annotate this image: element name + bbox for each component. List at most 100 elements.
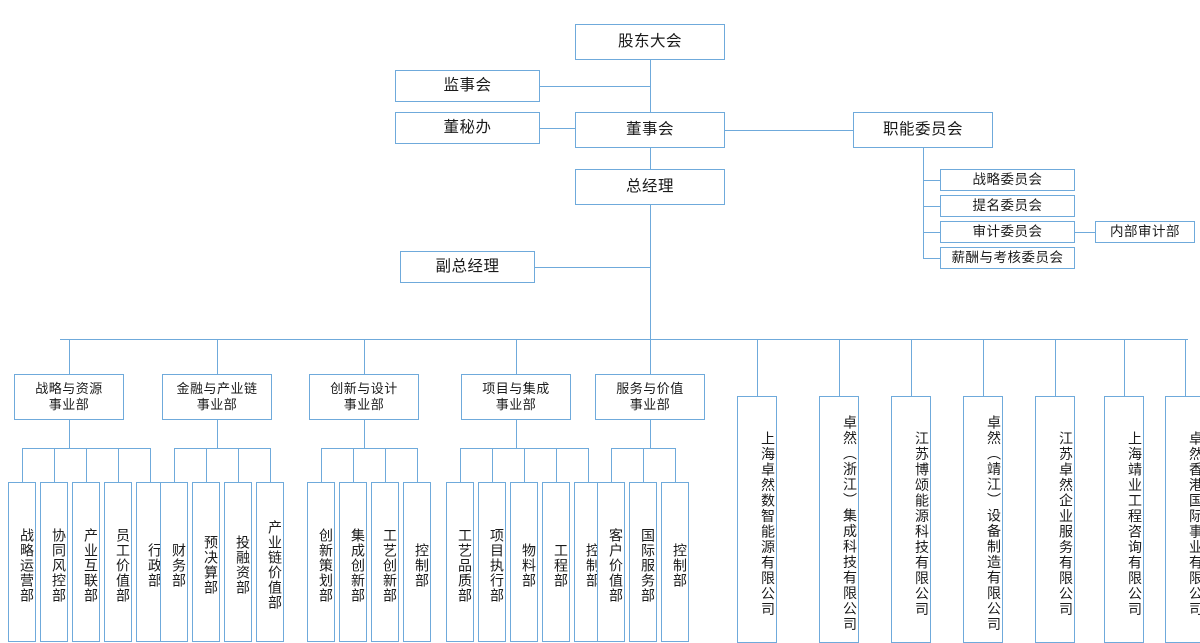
division-label-line2: 事业部	[196, 397, 238, 412]
main-bus-line	[60, 339, 1188, 340]
division-label-line1: 金融与产业链	[176, 380, 258, 396]
subsidiary-drop-7	[1185, 339, 1186, 396]
spine-board-to-gm	[650, 148, 651, 169]
box-department-3-4[interactable]: 控制部	[403, 482, 431, 642]
division-trunk-2	[217, 420, 218, 448]
box-division-1[interactable]: 战略与资源事业部	[14, 374, 124, 420]
subsidiary-drop-1	[757, 339, 758, 396]
dept-drop-2-2	[206, 448, 207, 482]
box-general-manager[interactable]: 总经理	[575, 169, 725, 205]
subsidiary-drop-3	[911, 339, 912, 396]
dept-drop-2-3	[238, 448, 239, 482]
box-department-5-1[interactable]: 客户价值部	[597, 482, 625, 642]
dept-drop-3-2	[353, 448, 354, 482]
box-department-1-1[interactable]: 战略运营部	[8, 482, 36, 642]
box-committee-1[interactable]: 战略委员会	[940, 169, 1075, 191]
box-division-3[interactable]: 创新与设计事业部	[309, 374, 419, 420]
division-drop-4	[516, 339, 517, 374]
dept-drop-1-3	[86, 448, 87, 482]
box-department-2-1[interactable]: 财务部	[160, 482, 188, 642]
dept-drop-5-1	[611, 448, 612, 482]
box-deputy-general-manager[interactable]: 副总经理	[400, 251, 535, 283]
box-department-3-3[interactable]: 工艺创新部	[371, 482, 399, 642]
subsidiary-drop-5	[1055, 339, 1056, 396]
division-child-bar-3	[321, 448, 417, 449]
box-department-1-5[interactable]: 行政部	[136, 482, 164, 642]
box-division-4[interactable]: 项目与集成事业部	[461, 374, 571, 420]
dept-drop-4-2	[492, 448, 493, 482]
dept-drop-4-5	[588, 448, 589, 482]
dept-drop-1-2	[54, 448, 55, 482]
link-audit-committee-to-internal-audit	[1075, 232, 1095, 233]
box-functional-committee[interactable]: 职能委员会	[853, 112, 993, 148]
box-subsidiary-7[interactable]: 卓然香港国际事业有限公司	[1165, 396, 1200, 643]
division-label-line2: 事业部	[629, 397, 671, 412]
box-department-5-2[interactable]: 国际服务部	[629, 482, 657, 642]
division-drop-3	[364, 339, 365, 374]
division-label-line2: 事业部	[495, 397, 537, 412]
box-department-2-4[interactable]: 产业链价值部	[256, 482, 284, 642]
box-department-1-3[interactable]: 产业互联部	[72, 482, 100, 642]
dept-drop-3-1	[321, 448, 322, 482]
box-board-secretary-office[interactable]: 董秘办	[395, 112, 540, 144]
committee-branch-4	[923, 258, 940, 259]
box-shareholders-meeting[interactable]: 股东大会	[575, 24, 725, 60]
dept-drop-4-1	[460, 448, 461, 482]
box-committee-4[interactable]: 薪酬与考核委员会	[940, 247, 1075, 269]
dept-drop-1-1	[22, 448, 23, 482]
box-department-2-2[interactable]: 预决算部	[192, 482, 220, 642]
box-subsidiary-1[interactable]: 上海卓然数智能源有限公司	[737, 396, 777, 643]
link-secretary-to-board	[540, 128, 575, 129]
link-board-to-committee	[725, 130, 853, 131]
dept-drop-3-4	[417, 448, 418, 482]
dept-drop-1-4	[118, 448, 119, 482]
committee-branch-3	[923, 232, 940, 233]
division-label-line1: 服务与价值	[616, 380, 684, 396]
box-supervisory-board[interactable]: 监事会	[395, 70, 540, 102]
box-department-4-3[interactable]: 物料部	[510, 482, 538, 642]
box-committee-3[interactable]: 审计委员会	[940, 221, 1075, 243]
subsidiary-drop-4	[983, 339, 984, 396]
dept-drop-2-4	[270, 448, 271, 482]
division-label-line1: 战略与资源	[35, 380, 103, 396]
box-subsidiary-4[interactable]: 卓然（靖江）设备制造有限公司	[963, 396, 1003, 643]
link-supervisory-to-spine	[540, 86, 650, 87]
box-board-of-directors[interactable]: 董事会	[575, 112, 725, 148]
subsidiary-drop-6	[1124, 339, 1125, 396]
division-label-line2: 事业部	[48, 397, 90, 412]
box-committee-2[interactable]: 提名委员会	[940, 195, 1075, 217]
spine-gm-to-bus	[650, 205, 651, 339]
division-label-line1: 创新与设计	[330, 380, 398, 396]
dept-drop-4-4	[556, 448, 557, 482]
box-department-1-4[interactable]: 员工价值部	[104, 482, 132, 642]
committee-trunk	[923, 148, 924, 258]
dept-drop-3-3	[385, 448, 386, 482]
box-subsidiary-2[interactable]: 卓然（浙江）集成科技有限公司	[819, 396, 859, 643]
box-department-4-1[interactable]: 工艺品质部	[446, 482, 474, 642]
box-department-4-2[interactable]: 项目执行部	[478, 482, 506, 642]
box-subsidiary-5[interactable]: 江苏卓然企业服务有限公司	[1035, 396, 1075, 643]
box-division-2[interactable]: 金融与产业链事业部	[162, 374, 272, 420]
dept-drop-5-2	[643, 448, 644, 482]
dept-drop-5-3	[675, 448, 676, 482]
box-department-5-3[interactable]: 控制部	[661, 482, 689, 642]
division-trunk-3	[364, 420, 365, 448]
dept-drop-1-5	[150, 448, 151, 482]
subsidiary-drop-2	[839, 339, 840, 396]
dept-drop-2-1	[174, 448, 175, 482]
box-division-5[interactable]: 服务与价值事业部	[595, 374, 705, 420]
box-subsidiary-3[interactable]: 江苏博颂能源科技有限公司	[891, 396, 931, 643]
committee-branch-2	[923, 206, 940, 207]
box-department-4-4[interactable]: 工程部	[542, 482, 570, 642]
box-subsidiary-6[interactable]: 上海靖业工程咨询有限公司	[1104, 396, 1144, 643]
division-drop-1	[69, 339, 70, 374]
box-internal-audit-dept[interactable]: 内部审计部	[1095, 221, 1195, 243]
division-drop-5	[650, 339, 651, 374]
box-department-3-1[interactable]: 创新策划部	[307, 482, 335, 642]
division-drop-2	[217, 339, 218, 374]
division-trunk-5	[650, 420, 651, 448]
box-department-2-3[interactable]: 投融资部	[224, 482, 252, 642]
box-department-3-2[interactable]: 集成创新部	[339, 482, 367, 642]
box-department-1-2[interactable]: 协同风控部	[40, 482, 68, 642]
